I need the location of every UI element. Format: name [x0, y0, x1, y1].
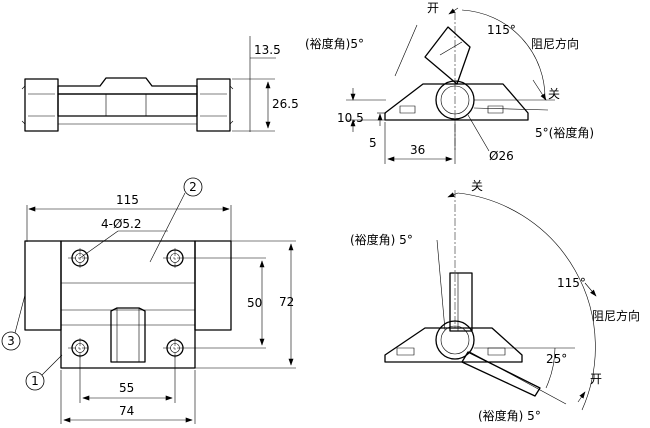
label-side-upper-close: 关 [548, 87, 560, 101]
top-view-leaf-body [57, 93, 198, 117]
side-lower-base [384, 327, 523, 363]
label-side-upper-open-angle: 115° [487, 23, 516, 37]
label-side-upper-clearance-right: 5°(裕度角) [535, 125, 594, 140]
plan-left-knuckle [24, 240, 62, 331]
top-view-leaf-upper [57, 77, 198, 95]
balloon-1-label: 1 [31, 374, 39, 388]
side-lower-screws [396, 347, 506, 356]
top-view-left-knuckle [24, 78, 59, 132]
dim-side-upper-width: 36 [410, 143, 425, 157]
balloon-3 [1, 331, 21, 351]
label-side-lower-clearance-bottom: (裕度角) 5° [478, 408, 541, 423]
label-side-lower-open-angle: 115° [557, 276, 586, 290]
dim-plan-overall-width: 115 [116, 193, 139, 207]
side-upper-knuckle-inner [440, 85, 470, 115]
label-side-upper-rotation: 阻尼方向 [531, 36, 579, 51]
top-view-leaf-lower [57, 94, 198, 125]
dim-side-upper-diameter: Ø26 [489, 149, 514, 163]
label-side-lower-open: 开 [590, 372, 602, 386]
label-side-upper-open: 开 [427, 1, 439, 15]
dim-top-height: 26.5 [272, 97, 299, 111]
side-upper-dia-leader [467, 114, 490, 152]
side-lower-open-arrow [577, 391, 586, 403]
balloon-1 [25, 371, 45, 391]
label-side-upper-clearance-left: (裕度角)5° [305, 36, 364, 51]
side-upper-open-arrow [448, 7, 459, 15]
side-lower-clearance-line [436, 239, 446, 331]
plan-holes-leader [79, 230, 119, 259]
side-upper-open-leaf-line [439, 41, 463, 56]
dim-side-upper-base-thickness: 5 [369, 136, 377, 150]
top-view-chamfers [21, 85, 234, 125]
side-upper-arc-arrow [532, 79, 547, 101]
dim-plan-hole-pitch-horizontal: 55 [119, 381, 134, 395]
balloon-2-leader [149, 192, 186, 263]
side-lower-open-line [469, 351, 567, 405]
side-lower-close-arrow [447, 192, 459, 198]
label-side-lower-small-angle: 25° [546, 352, 567, 366]
balloon-3-label: 3 [7, 334, 15, 348]
plan-stop-block [110, 307, 146, 363]
top-view: 13.5 26.5 [21, 36, 299, 132]
dim-plan-holes: 4-Ø5.2 [101, 217, 142, 231]
side-lower-knuckle-inner [440, 325, 470, 355]
balloon-2-label: 2 [189, 180, 197, 194]
balloon-2 [183, 177, 203, 197]
top-view-right-knuckle [196, 78, 231, 132]
balloon-1-leader [41, 354, 63, 376]
side-lower-open-leaf [461, 351, 541, 397]
side-upper-screws [399, 105, 504, 114]
side-view-upper: (裕度角)5° 开 115° 阻尼方向 关 5°(裕度角) 10.5 5 36 … [305, 1, 594, 164]
plan-right-knuckle [194, 240, 232, 331]
plan-view: 115 4-Ø5.2 50 72 55 [1, 177, 296, 424]
side-upper-arc [461, 9, 546, 101]
top-view-knuckle-edges [28, 93, 227, 117]
plan-stop-block-edges [116, 308, 140, 362]
plan-holes [71, 249, 184, 357]
side-upper-close-line2 [473, 107, 549, 111]
dim-side-upper-height: 10.5 [337, 111, 364, 125]
label-side-lower-clearance-top: (裕度角) 5° [350, 232, 413, 247]
side-upper-base [384, 83, 529, 121]
side-upper-clearance-line [394, 24, 418, 77]
plan-leaf-steps [61, 282, 195, 326]
label-side-lower-rotation: 阻尼方向 [592, 308, 640, 323]
side-lower-rotation-arrow [584, 282, 597, 297]
balloon-3-leader [14, 294, 26, 334]
dim-plan-hole-pitch-vertical: 50 [247, 296, 262, 310]
dim-plan-overall-height: 72 [279, 295, 294, 309]
label-side-lower-close: 关 [471, 179, 483, 193]
side-lower-knuckle-outer [435, 320, 475, 360]
side-lower-arc [457, 192, 596, 411]
dim-plan-base-width: 74 [119, 404, 134, 418]
side-upper-open-leaf [424, 26, 471, 85]
side-view-lower: 关 (裕度角) 5° 115° 阻尼方向 25° 开 (裕度角) 5° [350, 179, 640, 423]
dim-top-thickness: 13.5 [254, 43, 281, 57]
side-lower-small-arc [545, 347, 556, 389]
